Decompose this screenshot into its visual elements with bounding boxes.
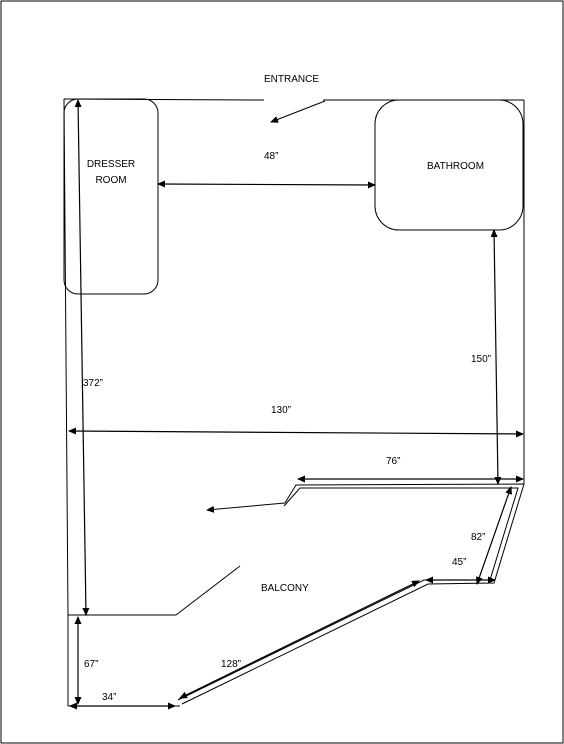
dimension-arrows	[68, 99, 524, 710]
dim-150-label: 150”	[471, 354, 492, 365]
outer-walls	[63, 98, 525, 707]
dresser-divider-diagonal	[175, 565, 241, 616]
dim-372-arrow	[74, 99, 90, 616]
dim-128-arrow	[179, 580, 420, 699]
dresser-room-label-line2: ROOM	[95, 175, 127, 186]
dim-130-label: 130”	[271, 405, 292, 416]
balcony-direction-arrow	[206, 502, 286, 513]
dim-48-label: 48”	[264, 151, 279, 162]
entrance-label: ENTRANCE	[264, 74, 320, 85]
balcony-label: BALCONY	[261, 583, 309, 594]
dim-45-label: 45”	[452, 557, 467, 568]
dresser-room	[63, 98, 159, 295]
dim-34-label: 34”	[102, 692, 117, 703]
left-wall	[63, 98, 69, 616]
dim-150-arrow	[490, 229, 502, 485]
dim-67-label: 67”	[84, 659, 99, 670]
dim-128-label: 128”	[221, 659, 242, 670]
dresser-room-label-line1: DRESSER	[86, 159, 136, 170]
bathroom-room	[374, 99, 524, 231]
dim-130-arrow	[68, 427, 524, 438]
dim-76-label: 76”	[386, 456, 401, 467]
dim-82-label: 82”	[471, 532, 486, 543]
dim-82-arrow	[476, 486, 512, 585]
entrance-arrow	[270, 100, 326, 123]
bathroom-label: BATHROOM	[427, 161, 485, 172]
balcony-outline	[177, 483, 525, 705]
dim-48-arrow	[157, 180, 376, 189]
dim-372-label: 372”	[83, 378, 104, 389]
